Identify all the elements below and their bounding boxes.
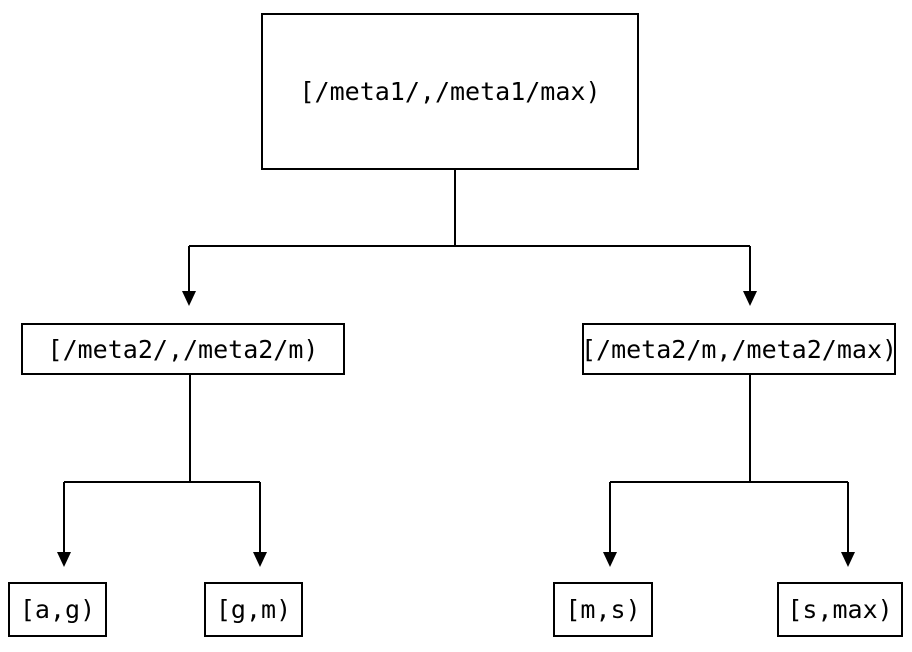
node-leaf-smax: [s,max) <box>777 582 903 637</box>
arrowhead-leaf-smax <box>841 552 855 567</box>
arrowhead-meta2-right <box>743 291 757 306</box>
node-meta2-right: [/meta2/m,/meta2/max) <box>581 323 897 375</box>
edge-meta2-right-to-leaves <box>603 375 855 567</box>
edge-meta2-left-to-leaves <box>57 375 267 567</box>
node-meta2-left: [/meta2/,/meta2/m) <box>21 323 345 375</box>
node-leaf-ms: [m,s) <box>553 582 653 637</box>
node-root: [/meta1/,/meta1/max) <box>261 13 639 170</box>
node-leaf-gm: [g,m) <box>204 582 303 637</box>
arrowhead-leaf-gm <box>253 552 267 567</box>
node-leaf-ag: [a,g) <box>8 582 107 637</box>
arrowhead-leaf-ag <box>57 552 71 567</box>
arrowhead-leaf-ms <box>603 552 617 567</box>
arrowhead-meta2-left <box>182 291 196 306</box>
edge-root-to-children <box>182 170 757 306</box>
